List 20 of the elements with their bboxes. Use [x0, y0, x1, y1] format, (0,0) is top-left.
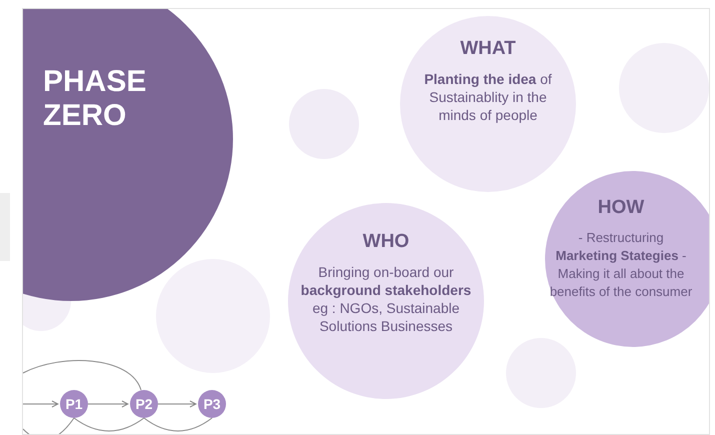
arrow: [23, 400, 58, 408]
phase-bubble: [130, 390, 158, 418]
phase-bubble: [198, 390, 226, 418]
connector-line: [23, 360, 142, 390]
topic-heading: WHO: [362, 231, 410, 253]
phase-label: P3: [202, 394, 222, 414]
arrow: [88, 400, 128, 408]
phase-label: P2: [134, 394, 154, 414]
topic-heading: WHAT: [460, 38, 516, 60]
phase-title: PHASE ZERO: [43, 65, 148, 133]
topic-description: Bringing on-board our background stakeholders eg : NGOs, Sustainable Solutions Businesses: [300, 263, 472, 335]
connector-line: [74, 418, 144, 432]
connector-line: [144, 418, 212, 432]
arrow: [158, 400, 196, 408]
topic-heading: HOW: [598, 197, 644, 219]
topic-description: Planting the idea of Sustainablity in the minds of people: [423, 70, 553, 124]
topic-description: - Restructuring Marketing Stategies - Making it all about the benefits of the consumer: [548, 229, 694, 301]
connector-line: [23, 418, 74, 434]
phase-label: P1: [64, 394, 84, 414]
phase-bubble: [60, 390, 88, 418]
